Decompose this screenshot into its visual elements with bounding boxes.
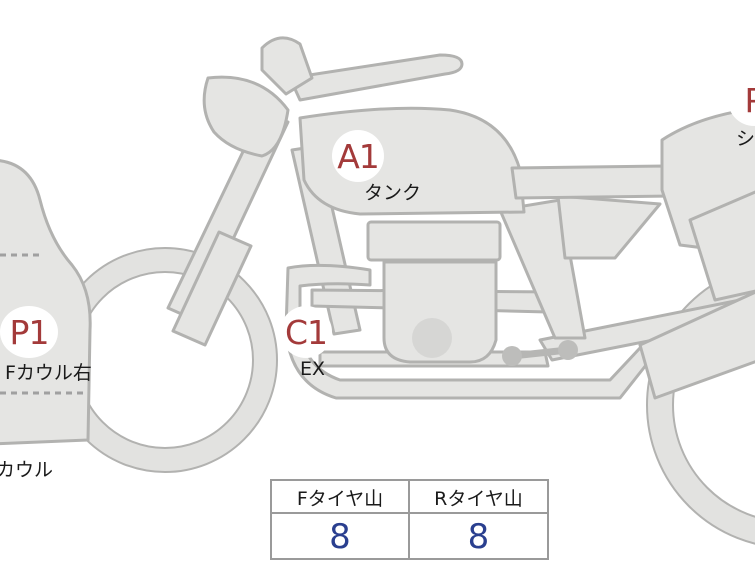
marker-p-right-code: P	[744, 80, 755, 120]
front-tire-header: Fタイヤ山	[296, 487, 384, 510]
front-cowl	[0, 159, 92, 446]
marker-p1-label: Fカウル右	[5, 362, 92, 384]
marker-c1: C1	[280, 306, 332, 358]
front-tire-value: 8	[329, 516, 351, 557]
engine-block	[382, 260, 498, 364]
marker-c1-code: C1	[284, 312, 328, 352]
marker-a1-label: タンク	[364, 182, 422, 204]
marker-p1: P1	[0, 306, 58, 358]
rear-tire-value: 8	[467, 516, 490, 557]
marker-a1-code: A1	[337, 136, 380, 176]
rear-wheel	[647, 266, 755, 544]
headlight	[202, 75, 290, 158]
marker-p1-code: P1	[9, 312, 50, 352]
tire-tread-table: Fタイヤ山 Rタイヤ山 8 8	[270, 479, 549, 560]
front-wheel	[53, 248, 277, 472]
marker-p1-label-secondary: カウル	[0, 459, 54, 481]
marker-p-right-label: シ	[736, 128, 755, 150]
marker-a1: A1	[332, 130, 384, 182]
rear-tire-header: Rタイヤ山	[434, 487, 523, 510]
handlebar	[288, 53, 464, 102]
marker-c1-label: EX	[300, 358, 326, 380]
engine-head	[366, 220, 502, 262]
seat	[510, 164, 674, 200]
